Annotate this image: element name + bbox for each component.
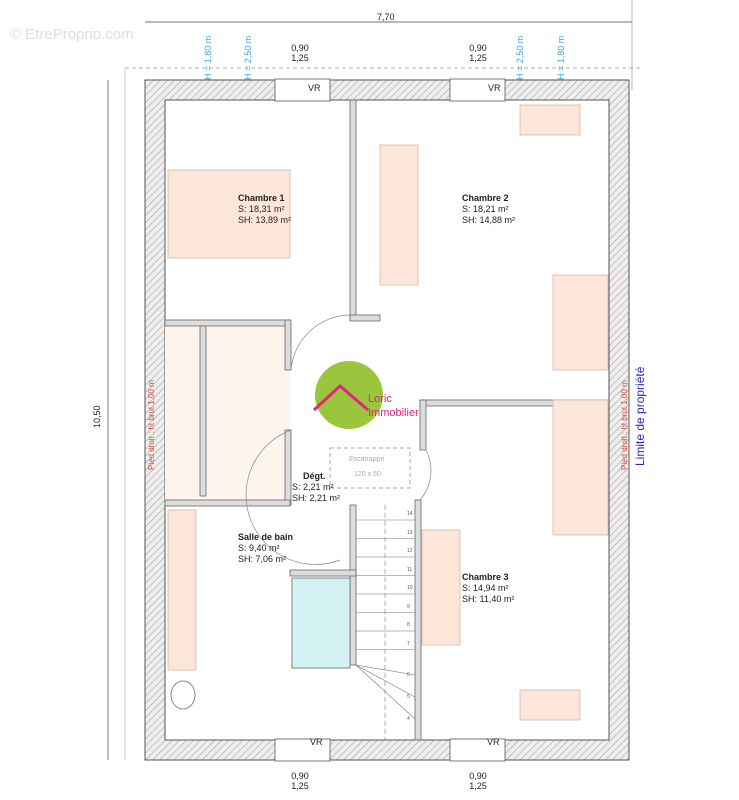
stair-step-number: 5 [407, 694, 410, 700]
height-mark: H = 2,50 m [515, 35, 525, 80]
stair-step-number: 14 [407, 511, 413, 517]
height-mark: H = 1,80 m [556, 35, 566, 80]
pied-droit-right: Pied droit : ht brut 1,00 m [620, 380, 629, 470]
stair-step-number: 13 [407, 529, 413, 536]
stair-step [355, 664, 416, 676]
pied-droit-left: Pied droit : ht brut 1,00 m [147, 380, 156, 470]
property-limit-label: Limite de propriété [633, 366, 647, 466]
escatrappe [329, 447, 411, 489]
stair-step-number: 4 [407, 716, 410, 722]
watermark: © EtreProprio.com [10, 26, 134, 43]
height-mark: H = 2,50 m [243, 35, 253, 80]
height-dimension: 10,50 [92, 405, 102, 428]
furniture [167, 104, 609, 721]
bed [167, 169, 291, 259]
toilet [170, 680, 196, 710]
door-swings [245, 314, 432, 565]
wardrobe [379, 144, 419, 286]
stair-step-number: 11 [407, 566, 413, 573]
stair-step-number: 8 [407, 622, 410, 628]
interior-walls [164, 99, 610, 741]
stair-step [355, 664, 416, 698]
height-mark: H = 1,80 m [203, 35, 213, 80]
window-label: VR [487, 737, 500, 747]
stair-step-number: 7 [407, 640, 410, 647]
window-label: VR [310, 737, 323, 747]
windows [274, 78, 506, 762]
stair-step-number: 6 [407, 672, 410, 678]
width-dimension: 7,70 [377, 12, 395, 22]
logo-house-icon [312, 383, 369, 412]
stair-step [355, 664, 416, 720]
stair-step-number: 12 [407, 548, 413, 554]
staircase [355, 505, 416, 740]
shower [291, 577, 351, 669]
escatrappe-size: 120 x 60 [354, 471, 381, 478]
window-label: VR [308, 83, 321, 93]
stair-step-number: 9 [407, 603, 410, 610]
window-label: VR [488, 83, 501, 93]
escatrappe-label: Escatrappe [349, 456, 385, 463]
stair-step-number: 10 [407, 585, 413, 591]
